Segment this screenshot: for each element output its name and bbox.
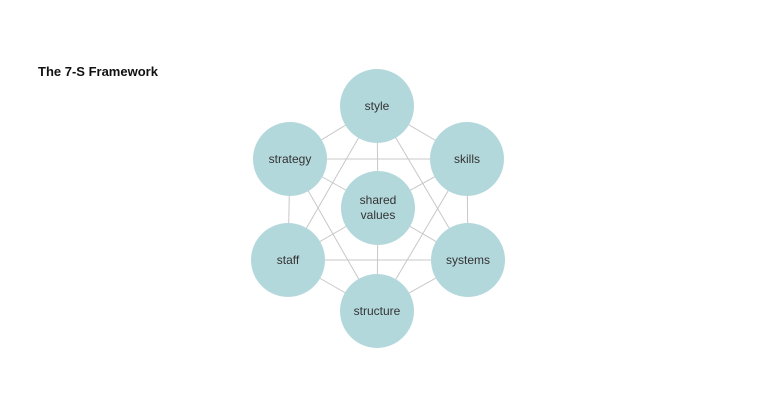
node-strategy-label: strategy — [269, 152, 312, 166]
node-structure-circle — [340, 274, 414, 348]
node-skills: skills — [430, 122, 504, 196]
node-shared-values-circle — [341, 171, 415, 245]
node-shared-values: shared values — [341, 171, 415, 245]
node-style: style — [340, 69, 414, 143]
node-structure-label: structure — [354, 304, 401, 318]
node-skills-circle — [430, 122, 504, 196]
node-style-label: style — [365, 99, 390, 113]
node-systems: systems — [431, 223, 505, 297]
node-skills-label: skills — [454, 152, 480, 166]
node-strategy-circle — [253, 122, 327, 196]
node-style-circle — [340, 69, 414, 143]
node-systems-label: systems — [446, 253, 490, 267]
node-structure: structure — [340, 274, 414, 348]
node-staff: staff — [251, 223, 325, 297]
diagram-title: The 7-S Framework — [38, 64, 158, 79]
node-strategy: strategy — [253, 122, 327, 196]
node-staff-label: staff — [277, 253, 300, 267]
node-shared-values-label-line1: shared — [360, 193, 397, 207]
node-shared-values-label-line2: values — [361, 208, 396, 222]
node-staff-circle — [251, 223, 325, 297]
node-systems-circle — [431, 223, 505, 297]
